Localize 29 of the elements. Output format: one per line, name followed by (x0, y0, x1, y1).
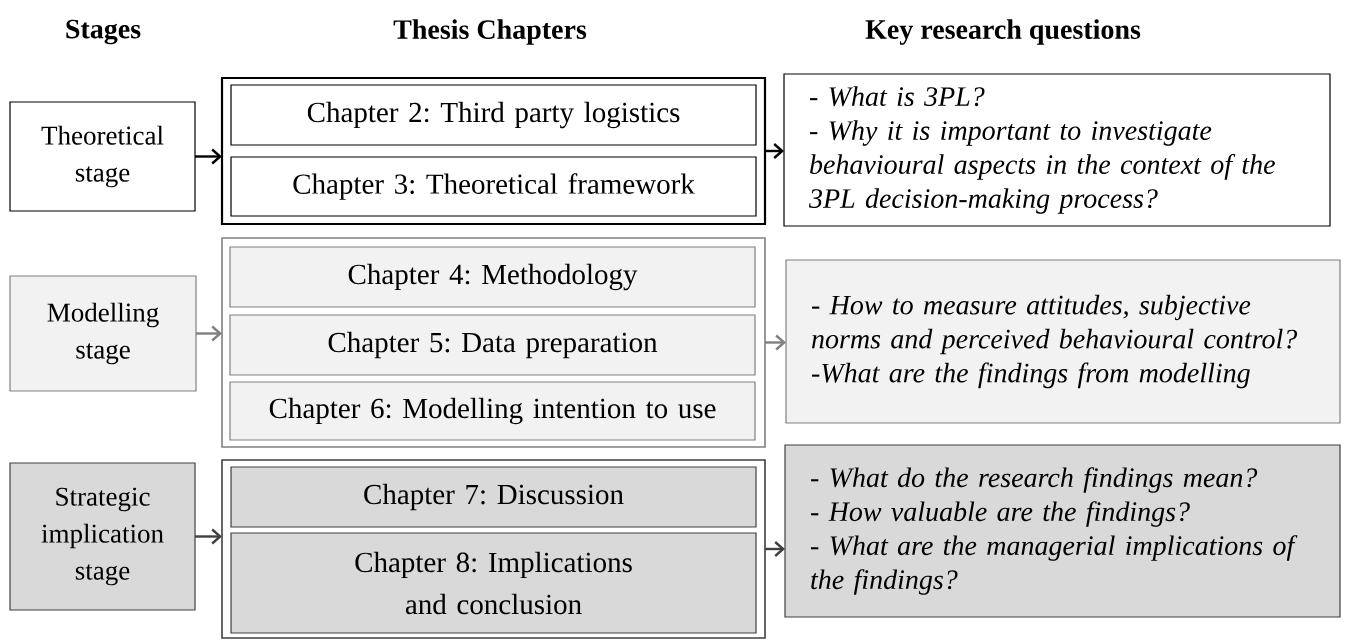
chapter-box: Chapter 6: Modelling intention to use (229, 381, 756, 441)
stage-box: Modelling stage (9, 275, 197, 392)
chapter-box: Chapter 4: Methodology (229, 246, 756, 308)
arrow (765, 334, 786, 351)
arrow (765, 143, 784, 159)
question-text: - How to measure attitudes, subjective norms and perceived behavioural control? (812, 294, 1298, 355)
question-text: - What is 3PL? (810, 86, 985, 107)
chapter-box: Chapter 2: Third party logistics (230, 84, 757, 146)
arrow (195, 148, 222, 165)
question-text: - What do the research findings mean? (811, 467, 1258, 493)
stage-box: Strategic implication stage (9, 462, 196, 611)
arrow (196, 325, 222, 342)
question-text: - Why it is important to investigate behavioural aspects in the context of the 3PL decision-making process? (808, 120, 1275, 214)
chapter-box: Chapter 5: Data preparation (229, 314, 756, 376)
arrow (765, 541, 785, 557)
chapter-box: Chapter 7: Discussion (230, 466, 757, 528)
question-box (784, 444, 1341, 618)
question-box (785, 259, 1341, 424)
column-heading: Thesis Chapters (393, 19, 587, 45)
chapter-box: Chapter 3: Theoretical framework (230, 156, 757, 217)
question-text: - How valuable are the findings? (811, 501, 1190, 527)
arrow (195, 528, 222, 545)
chapter-box: Chapter 8: Implications and conclusion (230, 532, 757, 634)
column-heading: Key research questions (865, 19, 1141, 45)
question-text: - What are the managerial implications of the findings? (811, 535, 1298, 595)
question-box (783, 73, 1331, 227)
question-text: -What are the findings from modelling (812, 362, 1250, 389)
stage-box: Theoretical stage (9, 101, 196, 212)
column-heading: Stages (66, 19, 141, 45)
